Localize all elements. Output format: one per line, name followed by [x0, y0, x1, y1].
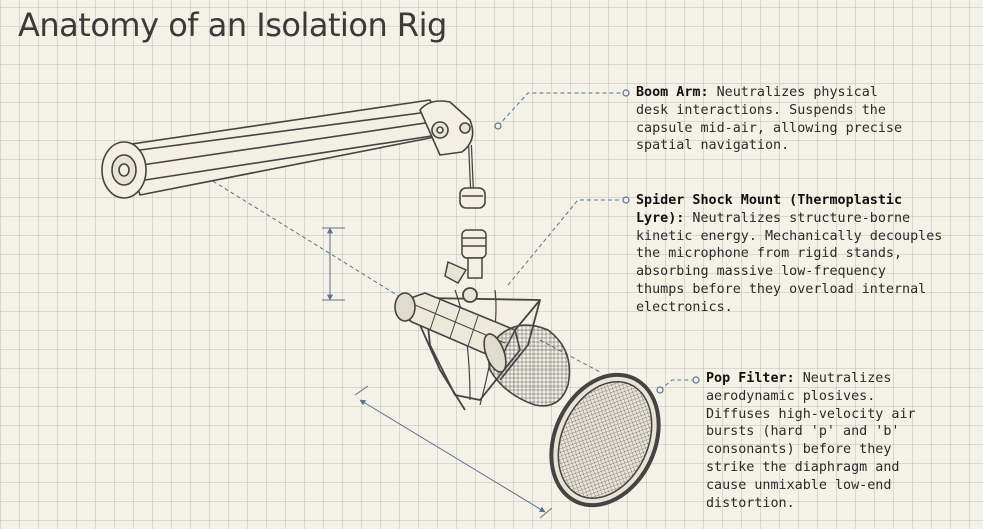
callout-text-pop-filter: Neutralizes aerodynamic plosives. Diffus… [706, 371, 916, 511]
leader-dots [494, 89, 700, 394]
boom-arm [101, 99, 486, 209]
leader-lines [497, 92, 693, 391]
mic-grille [487, 324, 571, 407]
microphone [394, 292, 571, 407]
callout-boom-arm: Boom Arm: Neutralizes physical desk inte… [636, 84, 902, 155]
dimension-lines [194, 169, 601, 519]
callout-heading-boom-arm: Boom Arm: [636, 85, 709, 100]
pop-filter [549, 372, 661, 508]
callout-pop-filter: Pop Filter: Neutralizes aerodynamic plos… [706, 370, 916, 512]
callout-shock-mount: Spider Shock Mount (Thermoplastic Lyre):… [636, 192, 942, 317]
boom-mount-knob [459, 187, 486, 209]
callout-text-boom-arm: Neutralizes physical desk interactions. … [636, 85, 903, 154]
callout-text-shock-mount: Neutralizes structure-borne kinetic ener… [636, 210, 943, 315]
mount-adapter [444, 229, 487, 284]
thumbscrew [444, 260, 468, 284]
callout-heading-pop-filter: Pop Filter: [706, 371, 795, 386]
page-title: Anatomy of an Isolation Rig [18, 6, 447, 44]
callout-heading-shock-mount: Spider Shock Mount (Thermoplastic Lyre): [636, 193, 903, 226]
